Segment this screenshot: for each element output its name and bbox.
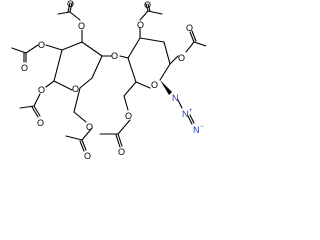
molecule-diagram: O O O O O O O O O: [0, 0, 206, 159]
right-c2-carbonyl-oxygen: O: [186, 23, 193, 33]
right-c3-carbonyl-oxygen: O: [144, 0, 151, 10]
azide-n3: N: [193, 125, 200, 135]
right-c6-acetoxymethyl: [99, 81, 137, 148]
left-c3-ester-oxygen: O: [38, 40, 45, 50]
left-c3-acetoxy: [11, 44, 63, 63]
right-ring-oxygen: O: [151, 80, 158, 90]
right-c6-ester-oxygen: O: [125, 111, 132, 121]
left-c6-carbonyl-oxygen: O: [84, 151, 91, 159]
azide-n3-charge: −: [200, 124, 204, 130]
left-c2-acetoxy: [57, 2, 83, 43]
right-ring: [127, 37, 171, 89]
glycosidic-oxygen: O: [111, 51, 118, 61]
left-c4-ester-oxygen: O: [38, 85, 45, 95]
right-c3-ester-oxygen: O: [137, 20, 144, 30]
left-ring-oxygen: O: [72, 84, 79, 94]
glycosidic-bond: [101, 55, 129, 59]
left-c2-carbonyl-oxygen: O: [67, 0, 74, 9]
left-c6-acetoxymethyl: [65, 87, 93, 152]
left-c4-acetoxy: [19, 80, 55, 118]
left-c4-carbonyl-oxygen: O: [37, 118, 44, 128]
azide-n1: N: [172, 93, 179, 103]
left-c3-carbonyl-oxygen: O: [21, 63, 28, 73]
structure-svg: O O O O O O O O O: [11, 0, 206, 159]
left-c2-ester-oxygen: O: [78, 21, 85, 31]
azide-n2-charge: +: [189, 108, 193, 114]
left-ring: [53, 41, 103, 91]
right-c3-acetoxy: [139, 3, 163, 39]
right-c6-carbonyl-oxygen: O: [118, 147, 125, 157]
right-c2-ester-oxygen: O: [178, 53, 185, 63]
right-c2-acetoxy: [169, 30, 206, 65]
left-c6-ester-oxygen: O: [86, 122, 93, 132]
azide-n2: N: [182, 109, 189, 119]
azide-group: [160, 80, 195, 125]
